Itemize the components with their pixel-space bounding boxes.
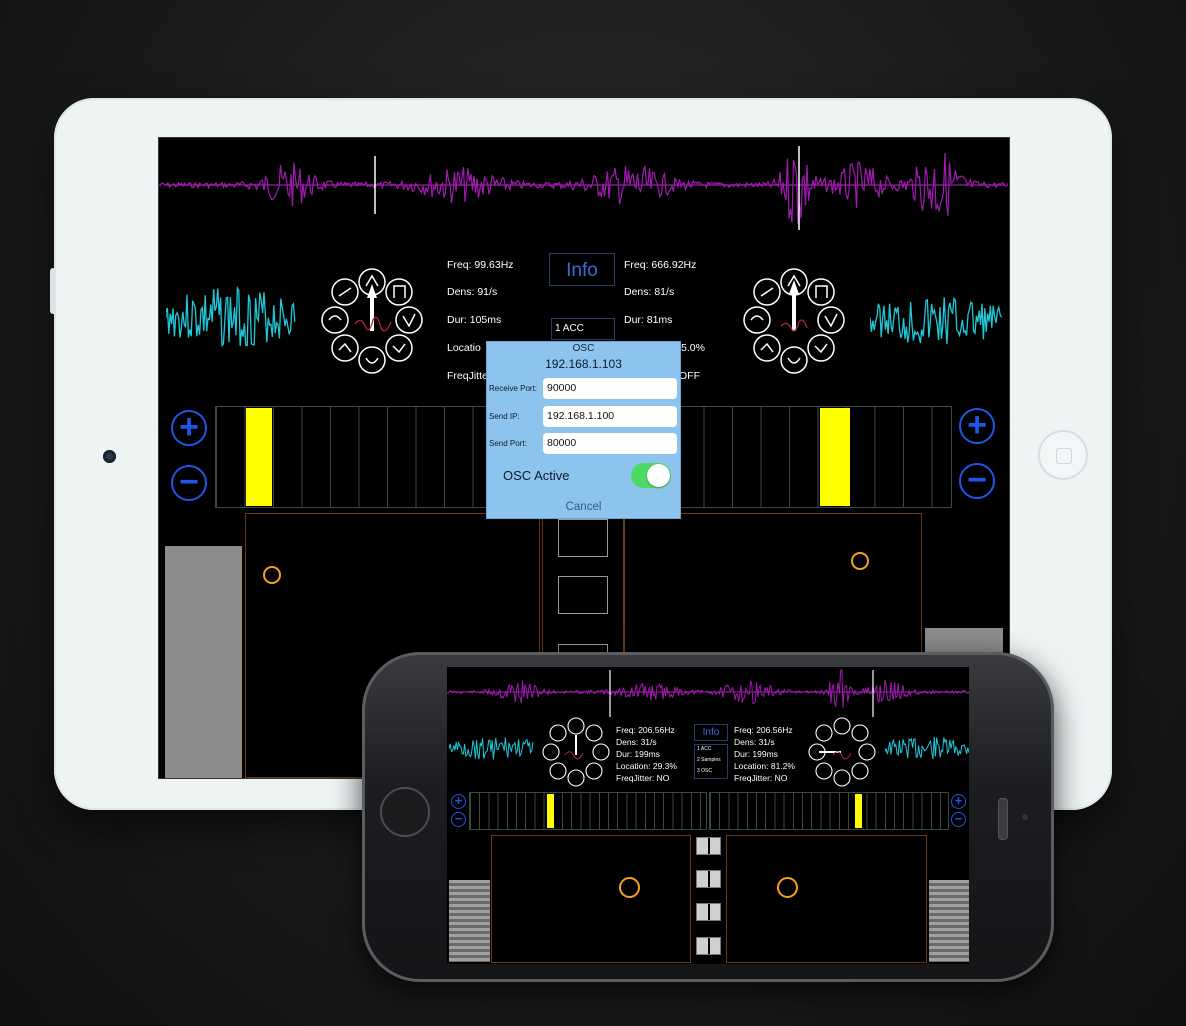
step-active-left[interactable] — [547, 794, 554, 828]
level-fader-left[interactable] — [165, 546, 242, 778]
mode-menu-item-samples[interactable]: 2 Samples — [697, 757, 721, 763]
send-port-field[interactable]: 80000 — [543, 433, 677, 454]
info-button[interactable]: Info — [549, 253, 615, 286]
pad-cursor-right[interactable] — [777, 877, 798, 898]
osc-dialog-title: OSC — [572, 343, 595, 354]
param-density-right: Dens: 81/s — [624, 286, 675, 298]
center-square-button[interactable] — [696, 903, 721, 921]
pad-cursor-right[interactable] — [851, 552, 869, 570]
oscilloscope-left — [166, 285, 296, 348]
minus-icon[interactable]: − — [951, 812, 966, 827]
plus-icon[interactable]: + — [951, 794, 966, 809]
phone-speaker — [998, 798, 1008, 840]
center-square-button[interactable] — [696, 937, 721, 955]
param-duration-right: Dur: 199ms — [734, 749, 778, 759]
send-ip-field[interactable]: 192.168.1.100 — [543, 406, 677, 427]
osc-active-toggle[interactable] — [631, 463, 671, 488]
pad-cursor-left[interactable] — [263, 566, 281, 584]
param-freqjitter-right: OFF — [679, 370, 700, 382]
tablet-side-button — [50, 268, 56, 314]
step-active-right[interactable] — [855, 794, 862, 828]
step-sequencer-right[interactable] — [709, 792, 949, 830]
step-active-left[interactable] — [246, 408, 272, 506]
step-sequencer-left[interactable] — [469, 792, 707, 830]
param-density-right: Dens: 31/s — [734, 737, 775, 747]
center-square-button[interactable] — [696, 837, 721, 855]
plus-icon[interactable]: + — [959, 408, 995, 444]
param-duration-right: Dur: 81ms — [624, 314, 673, 326]
param-duration-left: Dur: 105ms — [447, 314, 502, 326]
param-location-right: Location: 81.2% — [734, 761, 795, 771]
center-square-button[interactable] — [558, 519, 608, 557]
phone-screen: Freq: 206.56Hz Dens: 31/s Dur: 199ms Loc… — [447, 667, 969, 964]
param-density-left: Dens: 91/s — [447, 286, 498, 298]
minus-icon[interactable]: − — [451, 812, 466, 827]
center-square-button[interactable] — [696, 870, 721, 888]
mode-menu: 1 ACC 2 Samples 3 OSC — [694, 744, 728, 779]
param-density-left: Dens: 31/s — [616, 737, 657, 747]
pad-cursor-left[interactable] — [619, 877, 640, 898]
waveform-selector-icon[interactable] — [539, 715, 613, 789]
oscilloscope-right — [870, 296, 1002, 345]
receive-port-label: Receive Port: — [489, 384, 538, 393]
center-square-button[interactable] — [558, 576, 608, 614]
param-freq-left: Freq: 206.56Hz — [616, 725, 675, 735]
waveform-selector-icon[interactable] — [805, 715, 879, 789]
step-sequencer-right[interactable] — [674, 406, 952, 508]
level-fader-left[interactable] — [449, 880, 490, 962]
minus-icon[interactable]: − — [959, 463, 995, 499]
oscilloscope-right — [885, 736, 969, 759]
tablet-camera — [103, 450, 116, 463]
param-freqjitter-left: FreqJitter: NO — [616, 773, 670, 783]
plus-icon[interactable]: + — [171, 410, 207, 446]
waveform-display[interactable] — [447, 667, 969, 722]
mode-menu-item-acc[interactable]: 1 ACC — [697, 746, 712, 752]
info-button[interactable]: Info — [694, 724, 728, 741]
waveform-selector-icon[interactable] — [317, 256, 427, 376]
minus-icon[interactable]: − — [171, 465, 207, 501]
param-location-left: Locatio — [447, 342, 481, 354]
param-duration-left: Dur: 199ms — [616, 749, 660, 759]
step-active-right[interactable] — [820, 408, 850, 506]
waveform-display[interactable] — [159, 138, 1009, 238]
param-location-right: 5.0% — [681, 342, 705, 354]
waveform-selector-icon[interactable] — [739, 256, 849, 376]
receive-port-field[interactable]: 90000 — [543, 378, 677, 399]
param-freqjitter-right: FreqJitter: NO — [734, 773, 788, 783]
level-fader-right[interactable] — [929, 880, 969, 962]
osc-dialog: OSC 192.168.1.103 Receive Port: 90000 Se… — [486, 341, 681, 519]
mode-menu-item-acc[interactable]: 1 ACC — [551, 318, 615, 340]
param-freq-right: Freq: 206.56Hz — [734, 725, 793, 735]
param-freq-left: Freq: 99.63Hz — [447, 259, 514, 271]
osc-device-ip: 192.168.1.103 — [545, 357, 622, 371]
mode-menu-item-osc[interactable]: 3 OSC — [697, 768, 713, 774]
param-freqjitter-left: FreqJitte — [447, 370, 488, 382]
osc-active-label: OSC Active — [503, 468, 570, 483]
xy-pad-right[interactable] — [726, 835, 927, 963]
send-ip-label: Send IP: — [489, 412, 520, 421]
xy-pad-left[interactable] — [491, 835, 691, 963]
param-location-left: Location: 29.3% — [616, 761, 677, 771]
phone-camera — [1022, 814, 1028, 820]
home-button-icon — [380, 787, 430, 837]
oscilloscope-left — [449, 737, 534, 760]
cancel-button[interactable]: Cancel — [565, 501, 602, 513]
plus-icon[interactable]: + — [451, 794, 466, 809]
toggle-knob — [647, 464, 670, 487]
send-port-label: Send Port: — [489, 439, 527, 448]
home-button-icon — [1038, 430, 1088, 480]
param-freq-right: Freq: 666.92Hz — [624, 259, 697, 271]
